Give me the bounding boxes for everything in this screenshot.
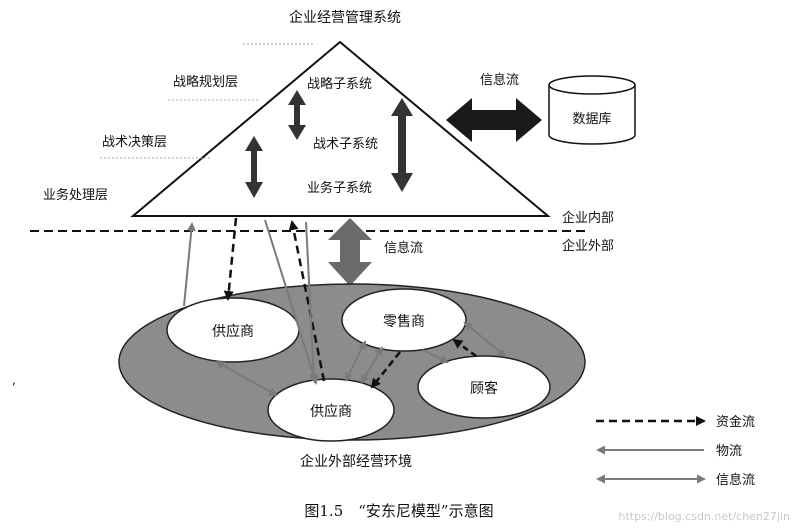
material-flow-retailer-customer bbox=[422, 349, 449, 363]
info-flow-db-label: 信息流 bbox=[480, 72, 519, 88]
fund-flow-arrow-1 bbox=[223, 217, 238, 301]
subsystem-strategic-label: 战略子系统 bbox=[307, 76, 372, 92]
fund-flow-retailer-supplier bbox=[370, 351, 401, 389]
watermark-text: https://blog.csdn.net/chen27jin bbox=[618, 510, 790, 523]
diagram-title: 企业经营管理系统 bbox=[289, 9, 401, 26]
info-flow-supplier-left-bottom bbox=[215, 361, 278, 396]
layer-operational-label: 业务处理层 bbox=[43, 187, 108, 203]
supplier-left-label: 供应商 bbox=[212, 323, 254, 340]
database-icon bbox=[548, 75, 636, 145]
supplier-bottom-node[interactable] bbox=[267, 378, 395, 442]
external-environment-label: 企业外部经营环境 bbox=[300, 453, 412, 470]
info-flow-mid-label: 信息流 bbox=[384, 240, 423, 256]
legend-fund-flow-label: 资金流 bbox=[716, 414, 755, 430]
material-flow-arrow-1 bbox=[183, 222, 196, 307]
supplier-bottom-label: 供应商 bbox=[310, 403, 352, 420]
legend-material-flow-label: 物流 bbox=[716, 444, 742, 459]
legend: 资金流 物流 信息流 bbox=[596, 414, 755, 488]
stray-mark: , bbox=[12, 373, 16, 387]
customer-label: 顾客 bbox=[470, 380, 498, 397]
retailer-node[interactable] bbox=[341, 288, 467, 352]
material-flow-arrow-2 bbox=[264, 219, 319, 385]
layer-tactical-label: 战术决策层 bbox=[102, 134, 167, 150]
info-flow-mid-arrow bbox=[328, 218, 372, 286]
retailer-label: 零售商 bbox=[383, 314, 425, 330]
material-flow-arrow-3 bbox=[305, 221, 319, 383]
double-arrow-tactical-business bbox=[245, 136, 263, 198]
info-flow-db-arrow bbox=[446, 98, 542, 142]
external-label: 企业外部 bbox=[562, 238, 614, 254]
management-pyramid bbox=[130, 40, 551, 217]
double-arrow-strategic-tactical bbox=[288, 90, 306, 140]
legend-info-flow-label: 信息流 bbox=[716, 472, 755, 488]
info-flow-retailer-supplier-b bbox=[360, 346, 384, 384]
figure-caption: 图1.5 “安东尼模型”示意图 bbox=[304, 502, 494, 520]
database-label: 数据库 bbox=[572, 111, 611, 127]
subsystem-business-label: 业务子系统 bbox=[307, 180, 372, 196]
fund-flow-arrow-2 bbox=[288, 220, 326, 382]
subsystem-tactical-label: 战术子系统 bbox=[313, 137, 378, 152]
internal-label: 企业内部 bbox=[562, 210, 614, 226]
double-arrow-all-levels bbox=[391, 98, 413, 192]
layer-strategic-label: 战略规划层 bbox=[173, 74, 238, 90]
info-flow-retailer-customer bbox=[463, 321, 507, 358]
